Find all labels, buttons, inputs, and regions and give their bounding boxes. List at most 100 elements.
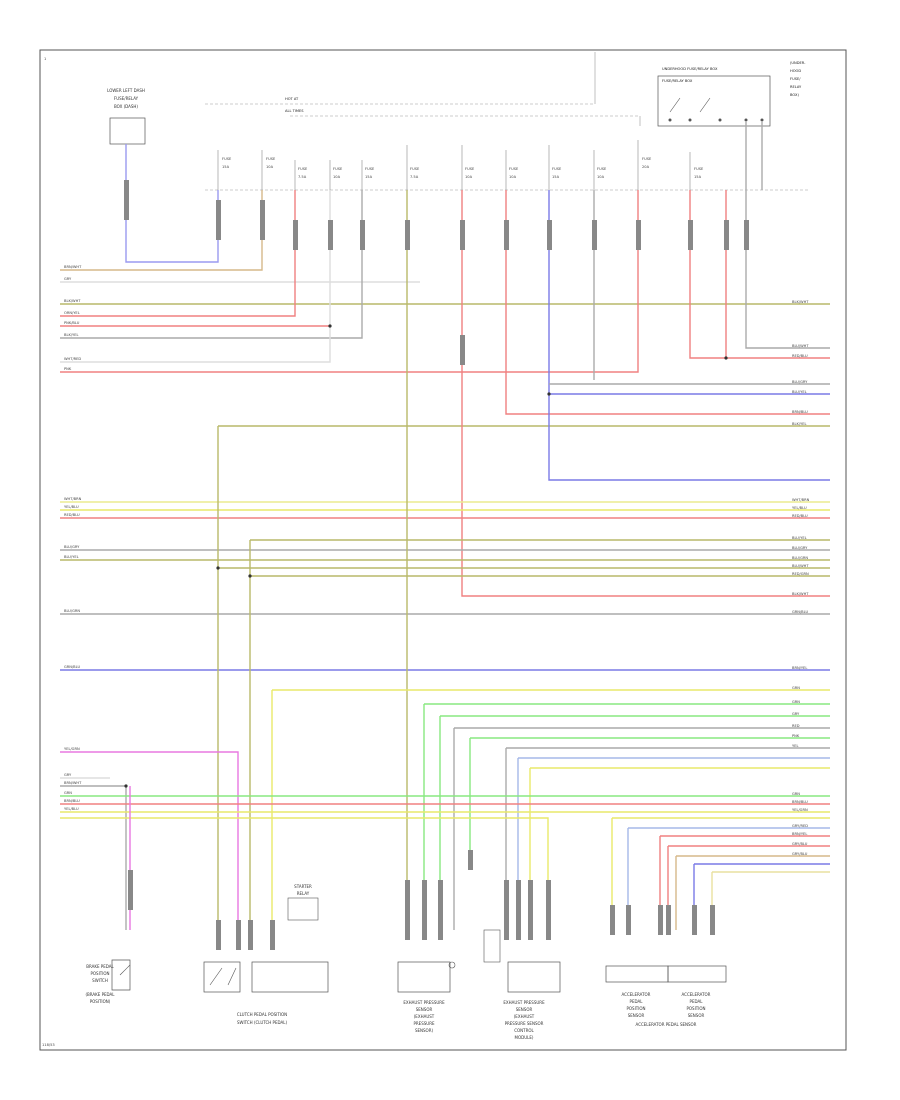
svg-text:RED/BLU: RED/BLU bbox=[792, 354, 808, 358]
svg-text:BLU/GRN: BLU/GRN bbox=[64, 609, 80, 613]
svg-text:PNK: PNK bbox=[792, 734, 800, 738]
svg-text:FUSE: FUSE bbox=[298, 167, 308, 171]
splice-points bbox=[124, 324, 728, 788]
svg-text:BRN/BLU: BRN/BLU bbox=[64, 799, 80, 803]
svg-text:GRY/BLU: GRY/BLU bbox=[792, 842, 808, 846]
svg-text:BRAKE PEDAL: BRAKE PEDAL bbox=[86, 964, 114, 969]
lower-left-dash-module: LOWER LEFT DASH FUSE/RELAY BOX (DASH) bbox=[107, 88, 146, 145]
svg-text:BRN/YEL: BRN/YEL bbox=[792, 832, 807, 836]
fuse-3: FUSE 7.5A bbox=[294, 160, 308, 190]
svg-text:15A: 15A bbox=[365, 175, 373, 179]
svg-text:FUSE: FUSE bbox=[642, 157, 652, 161]
svg-text:FUSE: FUSE bbox=[266, 157, 276, 161]
svg-text:FUSE: FUSE bbox=[465, 167, 475, 171]
svg-text:EXHAUST PRESSURE: EXHAUST PRESSURE bbox=[503, 1000, 545, 1005]
svg-text:SWITCH: SWITCH bbox=[92, 978, 108, 983]
fuse-box-title: UNDERHOOD FUSE/RELAY BOX bbox=[662, 67, 718, 71]
wire-labels-lower: YEL/GRN GRY BRN/WHT GRN BRN/BLU YEL/BLU bbox=[64, 747, 82, 811]
accelerator-pedal-sensors: ACCELERATOR PEDAL POSITION SENSOR ACCELE… bbox=[605, 965, 727, 1027]
svg-text:BRN/BLU: BRN/BLU bbox=[792, 800, 808, 804]
svg-text:FUSE: FUSE bbox=[333, 167, 343, 171]
svg-text:10A: 10A bbox=[333, 175, 341, 179]
side-note: (UNDER- HOOD FUSE/ RELAY BOX) bbox=[790, 61, 806, 97]
svg-text:MODULE): MODULE) bbox=[515, 1035, 534, 1040]
clutch-pedal-switch: CLUTCH PEDAL POSITION SWITCH (CLUTCH PED… bbox=[203, 961, 287, 1025]
svg-text:RELAY: RELAY bbox=[297, 891, 310, 896]
svg-text:FUSE: FUSE bbox=[410, 167, 420, 171]
svg-text:7.5A: 7.5A bbox=[298, 175, 307, 179]
svg-text:(UNDER-: (UNDER- bbox=[790, 61, 806, 65]
svg-text:SENSOR: SENSOR bbox=[516, 1007, 533, 1012]
svg-text:GRN: GRN bbox=[792, 792, 800, 796]
svg-text:RED: RED bbox=[792, 724, 800, 728]
svg-text:20A: 20A bbox=[642, 165, 650, 169]
svg-text:15A: 15A bbox=[552, 175, 560, 179]
starter-relay: STARTER RELAY bbox=[251, 884, 329, 993]
svg-text:GRY/BLU: GRY/BLU bbox=[792, 852, 808, 856]
underhood-fuse-relay-box: UNDERHOOD FUSE/RELAY BOX FUSE/RELAY BOX bbox=[657, 67, 771, 127]
fuse-11: FUSE 20A bbox=[637, 140, 652, 190]
svg-text:GRY: GRY bbox=[792, 712, 800, 716]
svg-text:ACCELERATOR PEDAL SENSOR: ACCELERATOR PEDAL SENSOR bbox=[636, 1022, 697, 1027]
svg-text:BLK/YEL: BLK/YEL bbox=[64, 333, 79, 337]
svg-text:PNK: PNK bbox=[64, 367, 72, 371]
svg-text:SWITCH (CLUTCH PEDAL): SWITCH (CLUTCH PEDAL) bbox=[237, 1020, 287, 1025]
svg-text:EXHAUST PRESSURE: EXHAUST PRESSURE bbox=[403, 1000, 445, 1005]
page-id: 1 bbox=[44, 57, 46, 61]
svg-text:RELAY: RELAY bbox=[790, 85, 802, 89]
svg-text:BLK/WHT: BLK/WHT bbox=[792, 300, 809, 304]
svg-text:LOWER LEFT DASH: LOWER LEFT DASH bbox=[107, 88, 145, 93]
svg-text:PEDAL: PEDAL bbox=[630, 999, 644, 1004]
svg-text:BLU/WHT: BLU/WHT bbox=[792, 564, 809, 568]
svg-text:BRN/WHT: BRN/WHT bbox=[64, 265, 82, 269]
svg-text:WHT/BRN: WHT/BRN bbox=[792, 498, 810, 502]
svg-text:FUSE: FUSE bbox=[597, 167, 607, 171]
svg-text:FUSE: FUSE bbox=[365, 167, 375, 171]
svg-text:YEL/BLU: YEL/BLU bbox=[64, 505, 79, 509]
bus-label-bottom: ALL TIMES bbox=[285, 109, 304, 113]
svg-text:BLU/GRY: BLU/GRY bbox=[792, 380, 808, 384]
fuse-4: FUSE 10A bbox=[329, 160, 343, 190]
svg-text:10A: 10A bbox=[465, 175, 473, 179]
svg-text:BRN/BLU: BRN/BLU bbox=[792, 410, 808, 414]
wire-labels-middle: WHT/BRN YEL/BLU RED/BLU BLU/GRY BLU/YEL … bbox=[64, 497, 82, 669]
svg-text:10A: 10A bbox=[509, 175, 517, 179]
svg-text:WHT/RED: WHT/RED bbox=[64, 357, 81, 361]
svg-text:BLU/GRY: BLU/GRY bbox=[64, 545, 80, 549]
svg-text:GRN: GRN bbox=[792, 686, 800, 690]
svg-text:15A: 15A bbox=[222, 165, 230, 169]
wire-group-lower bbox=[60, 751, 830, 930]
bus-label-top: HOT AT bbox=[285, 97, 299, 101]
svg-text:PRESSURE: PRESSURE bbox=[413, 1021, 435, 1026]
fuse-box-subtitle: FUSE/RELAY BOX bbox=[662, 79, 693, 83]
svg-text:STARTER: STARTER bbox=[294, 884, 312, 889]
svg-text:SENSOR: SENSOR bbox=[416, 1007, 433, 1012]
svg-text:YEL/BLU: YEL/BLU bbox=[792, 506, 807, 510]
diagram-frame bbox=[39, 49, 847, 1051]
svg-text:CLUTCH PEDAL POSITION: CLUTCH PEDAL POSITION bbox=[237, 1012, 287, 1017]
svg-text:FUSE: FUSE bbox=[694, 167, 704, 171]
svg-text:SENSOR: SENSOR bbox=[628, 1013, 645, 1018]
svg-text:PNK/BLU: PNK/BLU bbox=[64, 321, 80, 325]
svg-text:FUSE/RELAY: FUSE/RELAY bbox=[114, 96, 139, 101]
svg-text:BLK/WHT: BLK/WHT bbox=[792, 592, 809, 596]
svg-text:(EXHAUST: (EXHAUST bbox=[414, 1014, 435, 1019]
svg-text:SENSOR: SENSOR bbox=[688, 1013, 705, 1018]
svg-text:BLU/YEL: BLU/YEL bbox=[64, 555, 79, 559]
svg-text:RED/GRN: RED/GRN bbox=[792, 572, 809, 576]
svg-text:BOX): BOX) bbox=[790, 93, 799, 97]
svg-text:SENSOR): SENSOR) bbox=[415, 1028, 434, 1033]
svg-text:YEL/GRN: YEL/GRN bbox=[64, 747, 80, 751]
svg-text:ACCELERATOR: ACCELERATOR bbox=[682, 992, 711, 997]
svg-text:CONTROL: CONTROL bbox=[514, 1028, 534, 1033]
right-wire-labels: BLK/WHT BLU/WHT RED/BLU BLU/GRY BLU/YEL … bbox=[792, 300, 810, 856]
svg-text:YEL/GRN: YEL/GRN bbox=[792, 808, 808, 812]
svg-text:GRY: GRY bbox=[64, 773, 72, 777]
wire-group-right bbox=[218, 122, 830, 597]
wire-group-drops bbox=[217, 190, 830, 930]
svg-text:YEL: YEL bbox=[792, 744, 798, 748]
